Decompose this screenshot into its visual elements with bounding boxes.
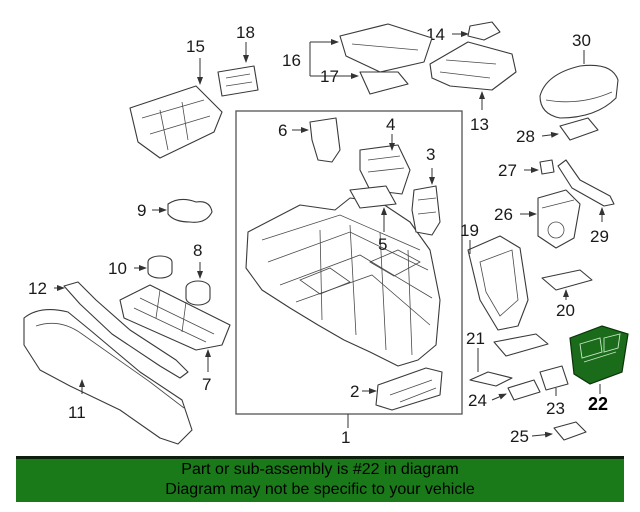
callout-17: 17 <box>320 67 339 86</box>
part-12-trim-strip[interactable] <box>63 281 189 379</box>
callout-29: 29 <box>590 227 609 246</box>
parts-diagram: 1 2 3 4 5 6 7 8 <box>23 21 629 447</box>
footer-banner: Part or sub-assembly is #22 in diagram D… <box>16 456 624 502</box>
callout-6: 6 <box>278 121 287 140</box>
callout-10: 10 <box>108 259 127 278</box>
part-11-side-panel[interactable] <box>23 309 193 445</box>
part-13-mount[interactable] <box>429 41 517 91</box>
part-22-panel[interactable] <box>569 325 629 385</box>
callout-11: 11 <box>68 403 86 422</box>
callout-12: 12 <box>28 279 47 298</box>
callout-20: 20 <box>556 301 575 320</box>
part-20-tray[interactable] <box>541 269 593 291</box>
part-2-bracket[interactable] <box>375 367 443 411</box>
part-14-cap[interactable] <box>467 21 501 41</box>
part-17-pad[interactable] <box>359 71 409 95</box>
callout-26: 26 <box>494 205 513 224</box>
part-7-tray[interactable] <box>119 284 231 351</box>
callout-3: 3 <box>426 145 435 164</box>
part-30-armrest-lid[interactable] <box>539 64 619 119</box>
callout-23: 23 <box>546 399 565 418</box>
part-3-bracket[interactable] <box>411 185 441 236</box>
callout-28: 28 <box>516 127 535 146</box>
footer-line-2: Diagram may not be specific to your vehi… <box>165 481 475 498</box>
part-5-plate[interactable] <box>349 185 397 209</box>
callout-18: 18 <box>236 23 255 42</box>
callout-8: 8 <box>193 241 202 260</box>
part-10-cup-insert[interactable] <box>147 255 173 279</box>
callout-5: 5 <box>378 235 387 254</box>
callout-21: 21 <box>466 329 485 348</box>
callout-9: 9 <box>137 201 146 220</box>
callout-2: 2 <box>350 382 359 401</box>
part-21-trim[interactable] <box>469 333 549 387</box>
callout-19: 19 <box>460 221 479 240</box>
part-29-strip[interactable] <box>557 159 615 207</box>
part-1-console-base[interactable] <box>245 197 441 367</box>
part-6-bracket[interactable] <box>309 117 341 163</box>
part-24-switch[interactable] <box>507 379 541 401</box>
part-23-clip[interactable] <box>539 365 569 391</box>
callout-7: 7 <box>202 375 211 394</box>
part-15-bracket[interactable] <box>129 85 223 159</box>
callout-16: 16 <box>282 51 301 70</box>
assembly-frame <box>235 110 463 415</box>
callout-15: 15 <box>186 37 205 56</box>
part-16-lid[interactable] <box>339 23 433 73</box>
part-25-pad[interactable] <box>553 421 587 441</box>
callout-30: 30 <box>572 31 591 50</box>
callout-13: 13 <box>470 115 489 134</box>
part-8-knob[interactable] <box>185 280 211 306</box>
footer-line-1: Part or sub-assembly is #22 in diagram <box>181 461 459 478</box>
callout-27: 27 <box>498 161 517 180</box>
part-19-bezel[interactable] <box>467 235 529 331</box>
callout-22: 22 <box>588 394 608 414</box>
part-4-housing[interactable] <box>359 144 411 195</box>
callout-1: 1 <box>341 428 350 447</box>
callout-4: 4 <box>386 115 395 134</box>
callout-24: 24 <box>468 391 487 410</box>
part-9-mat[interactable] <box>167 198 213 223</box>
part-27-block[interactable] <box>539 159 555 175</box>
part-26-holder[interactable] <box>537 189 581 249</box>
part-18-switch[interactable] <box>217 65 259 97</box>
part-28-switch[interactable] <box>559 117 599 141</box>
callout-25: 25 <box>510 427 529 446</box>
